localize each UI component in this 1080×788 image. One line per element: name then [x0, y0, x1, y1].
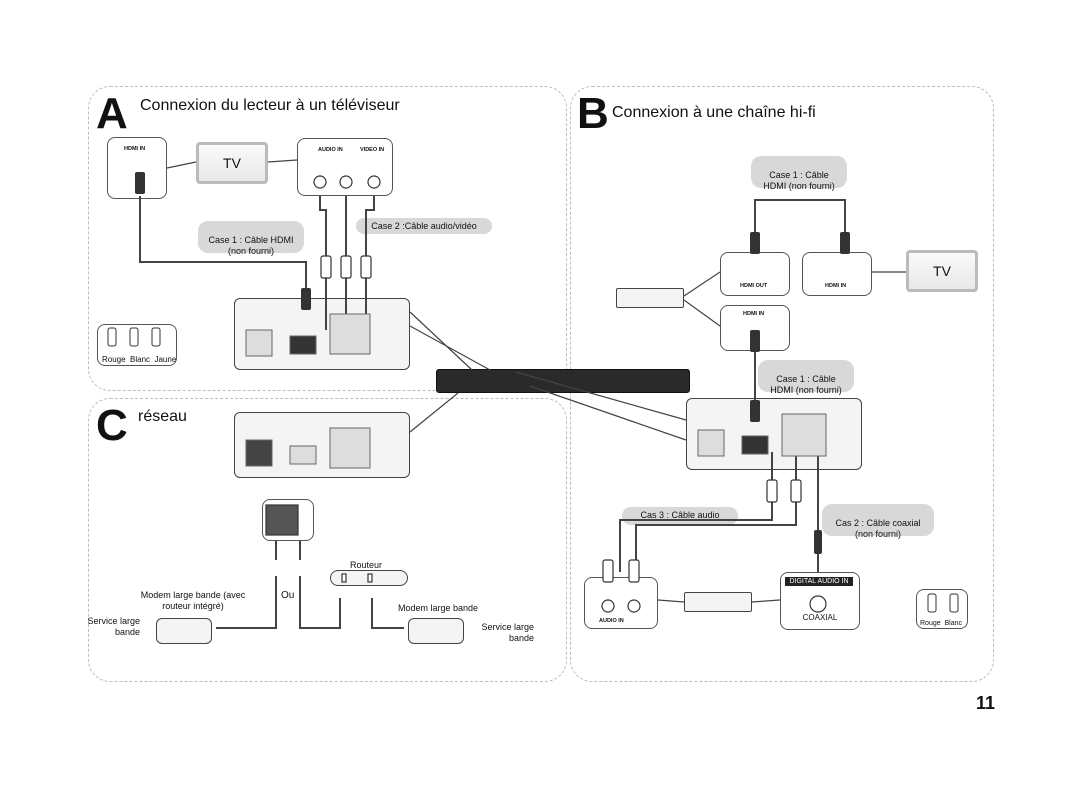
case1-hdmi-pill-a: Case 1 : Câble HDMI (non fourni)	[198, 221, 304, 256]
ou-label: Ou	[281, 590, 295, 601]
modem-left-label: Modem large bande (avec routeur intégré)	[140, 590, 246, 611]
tv-hdmi-in-callout: HDMI IN	[802, 252, 872, 296]
hdmi-cable-a	[139, 196, 307, 292]
service-left-label: Service large bande	[87, 616, 140, 637]
cas3-audio-text: Cas 3 : Câble audio	[640, 510, 720, 520]
av-receiver-bottom	[684, 592, 752, 612]
coaxial-label: COAXIAL	[802, 613, 838, 622]
case2-av-text-a: Case 2 :Câble audio/vidéo	[371, 221, 477, 231]
player-back-panel-a	[234, 298, 410, 370]
color-legend-b: Rouge Blanc	[916, 589, 968, 629]
hdmi-in-label-b-tv: HDMI IN	[825, 283, 847, 289]
section-c-letter: C	[96, 401, 128, 450]
av-cable-red	[319, 196, 327, 258]
section-a-letter: A	[96, 89, 128, 138]
page-number: 11	[975, 693, 995, 713]
av-receiver-top	[616, 288, 684, 308]
tv-screen-a: TV	[196, 142, 268, 184]
modem-right-label: Modem large bande	[398, 603, 479, 613]
audio-in-label-a: AUDIO IN	[318, 147, 343, 153]
cas2-coax-pill: Cas 2 : Câble coaxial (non fourni)	[822, 504, 934, 539]
section-b-letter: B	[577, 89, 609, 138]
audio-in-label-b: AUDIO IN	[599, 618, 624, 624]
cas2-coax-text: Cas 2 : Câble coaxial (non fourni)	[835, 518, 921, 539]
case1-hdmi-text-a: Case 1 : Câble HDMI (non fourni)	[208, 235, 294, 256]
digital-audio-in-header: DIGITAL AUDIO IN	[785, 577, 853, 586]
hdmi-in-label-b-amp: HDMI IN	[743, 311, 765, 317]
service-right-label: Service large bande	[481, 622, 534, 643]
case2-av-pill-a: Case 2 :Câble audio/vidéo	[356, 218, 492, 234]
video-in-label-a: VIDEO IN	[360, 147, 385, 153]
section-c-panel	[88, 398, 567, 682]
amp-audio-in-callout: AUDIO IN	[584, 577, 658, 629]
section-a-title: Connexion du lecteur à un téléviseur	[140, 97, 400, 114]
case1-hdmi-text-b-top: Case 1 : Câble HDMI (non fourni)	[763, 170, 835, 191]
tv-label-b: TV	[933, 263, 951, 279]
hdmi-in-label: HDMI IN	[124, 146, 146, 152]
blu-ray-player-front	[436, 369, 690, 393]
hdmi-cable-b-top	[754, 199, 846, 252]
case1-hdmi-pill-b-top: Case 1 : Câble HDMI (non fourni)	[751, 156, 847, 191]
modem-left-device	[156, 618, 212, 644]
case1-hdmi-text-b-mid: Case 1 : Câble HDMI (non fourni)	[770, 374, 842, 395]
color-legend-a-text: Rouge Blanc Jaune	[102, 355, 177, 364]
tv-screen-b: TV	[906, 250, 978, 292]
section-a-panel	[88, 86, 567, 391]
section-b-title: Connexion à une chaîne hi-fi	[612, 104, 816, 121]
av-cable-yellow	[365, 196, 375, 258]
modem-right-device	[408, 618, 464, 644]
tv-label-a: TV	[223, 155, 241, 171]
color-legend-b-text: Rouge Blanc	[920, 620, 963, 627]
case1-hdmi-pill-b-mid: Case 1 : Câble HDMI (non fourni)	[758, 360, 854, 395]
hdmi-out-label-b: HDMI OUT	[740, 283, 768, 289]
section-c-title: réseau	[138, 408, 187, 425]
routeur-label: Routeur	[350, 560, 383, 570]
